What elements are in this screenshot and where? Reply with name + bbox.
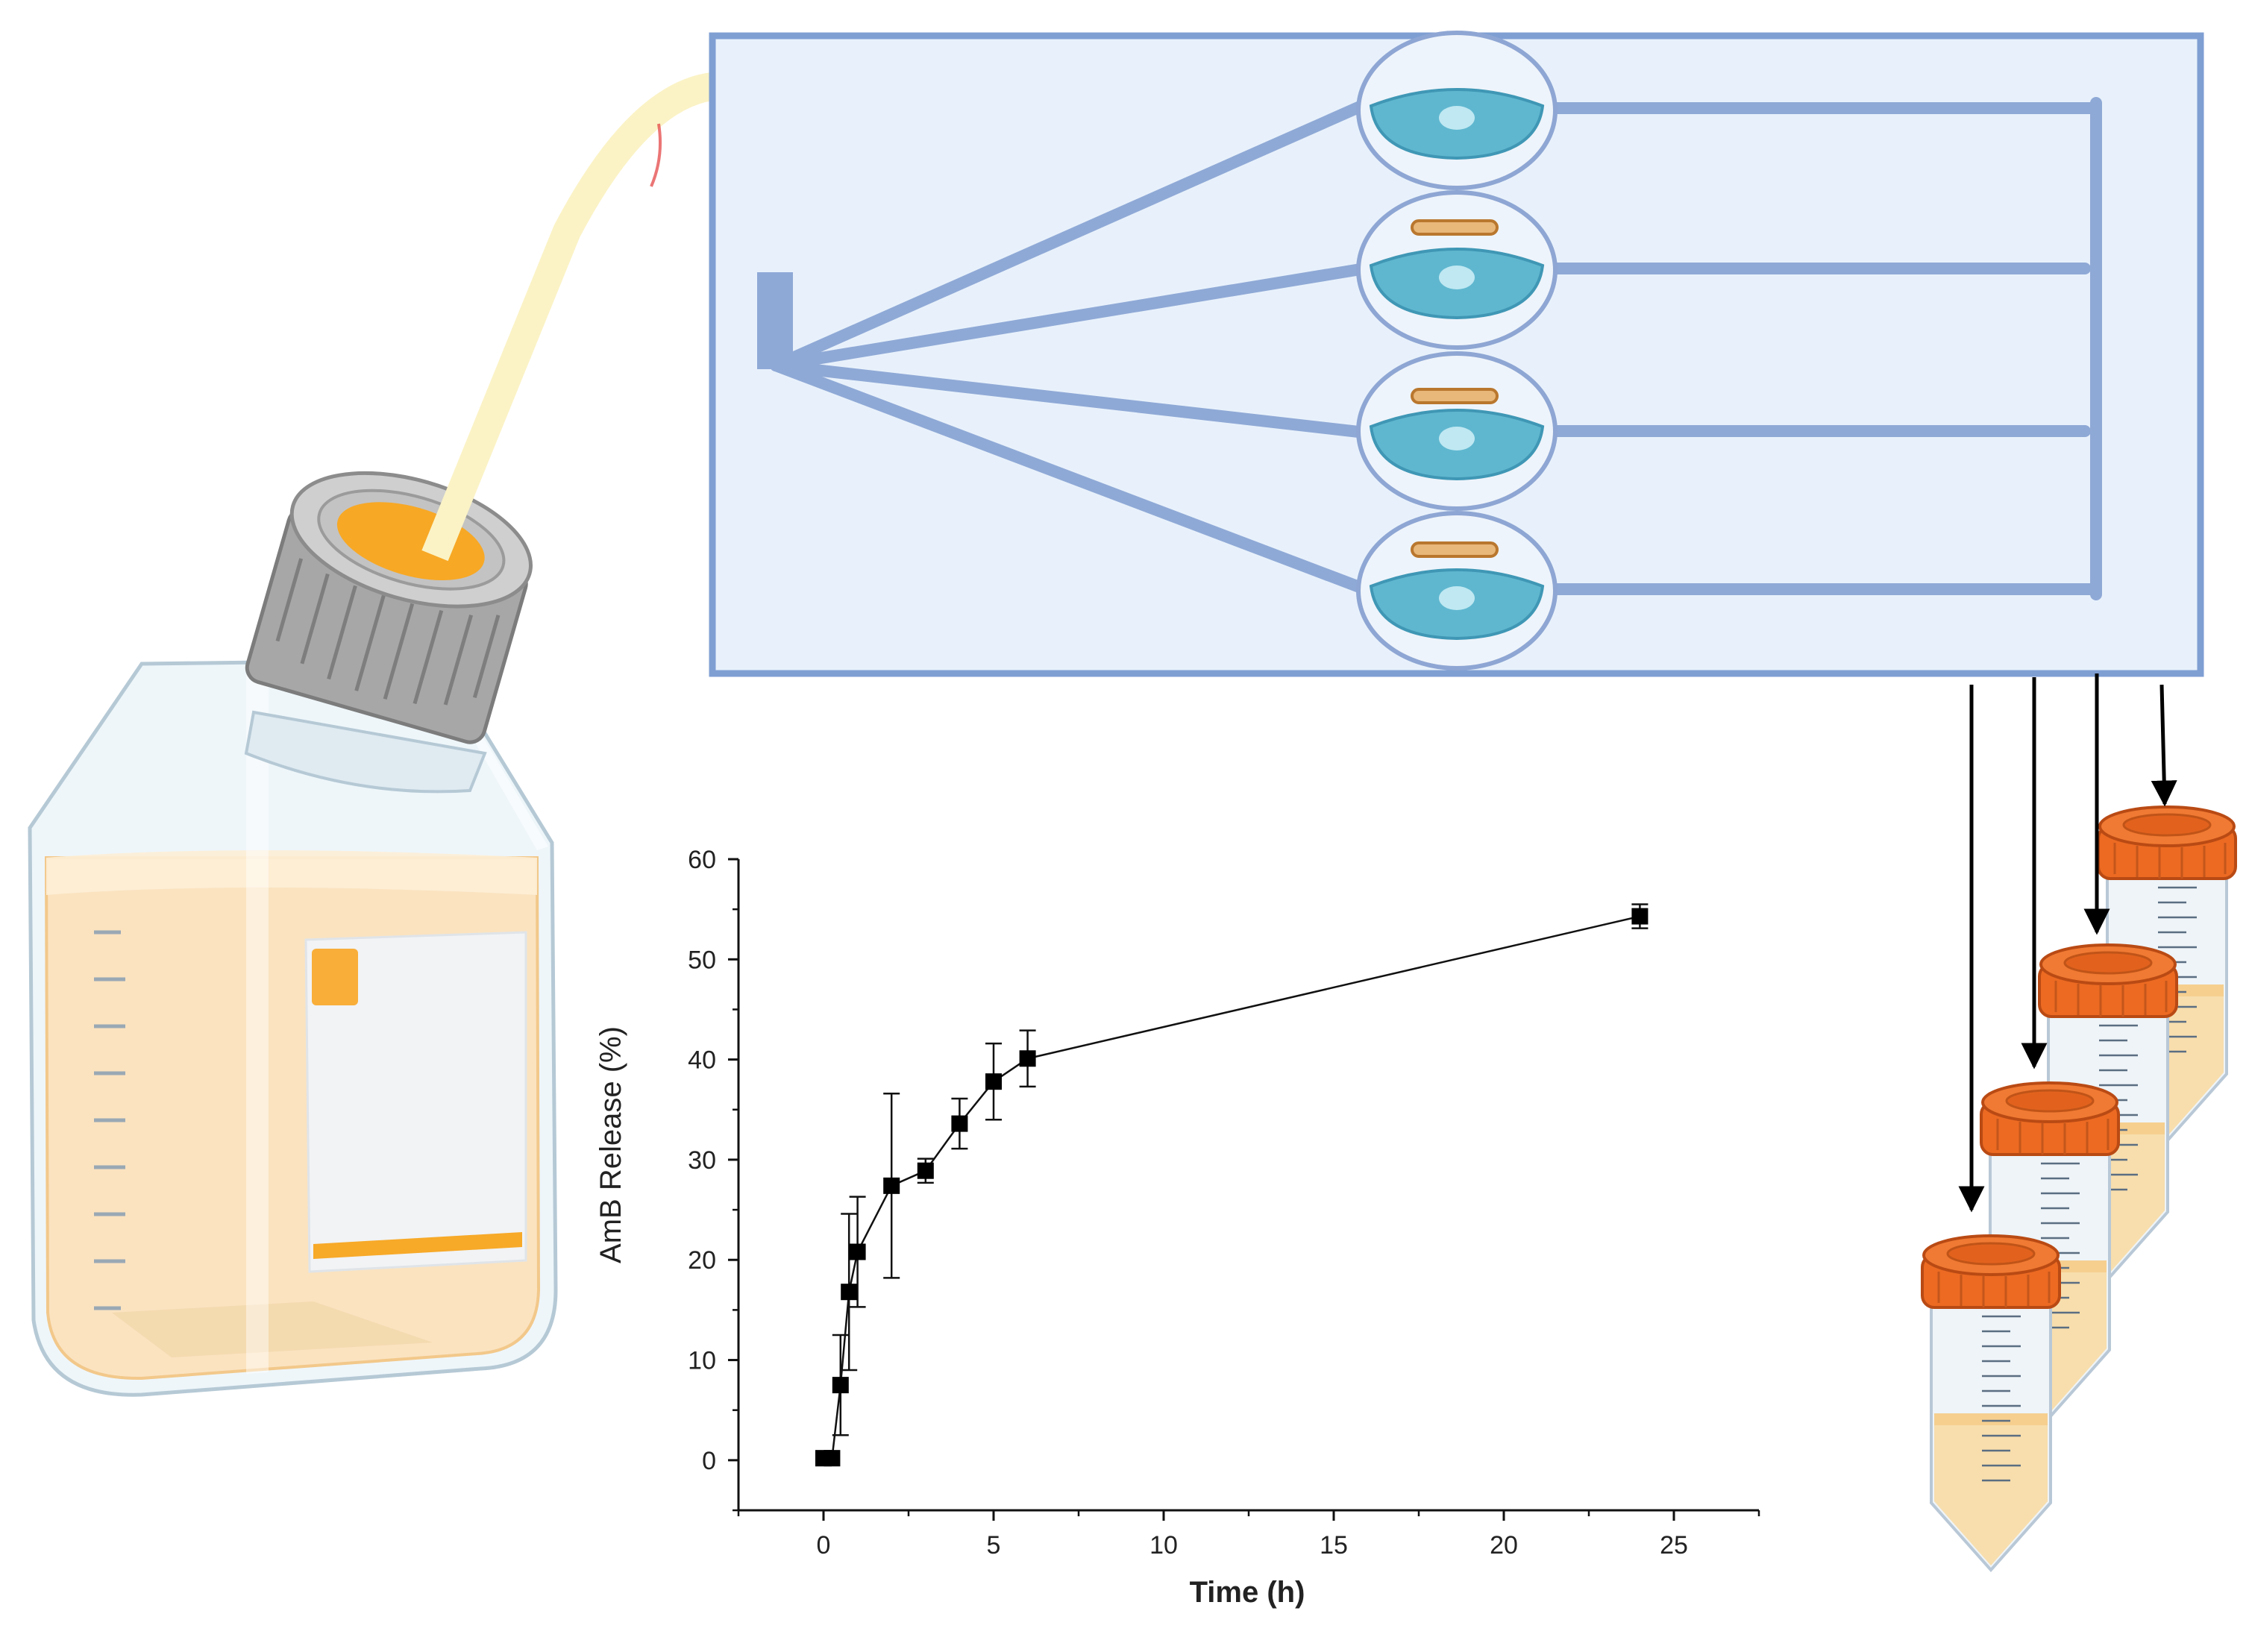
y-tick-label: 60 — [688, 846, 716, 874]
media-bottle-icon — [28, 658, 558, 1397]
microfluidic-chamber-icon — [709, 31, 2204, 677]
data-point — [951, 1115, 968, 1132]
arrow-icon — [2151, 684, 2177, 807]
y-axis-title: AmB Release (%) — [595, 1026, 627, 1263]
release-chart: 0 5 10 15 20 25 0 10 20 30 40 50 60 Time (h) AmB Rel… — [595, 846, 1760, 1609]
implant-rod — [1411, 541, 1499, 558]
series-line — [824, 915, 1640, 1460]
bottle-cap-icon — [245, 471, 533, 744]
y-tick-label: 50 — [688, 946, 716, 974]
lens-well-3 — [1356, 351, 1558, 511]
data-point — [985, 1073, 1002, 1090]
x-tick-label: 10 — [1149, 1531, 1178, 1560]
chart-ticks: 0 5 10 15 20 25 0 10 20 30 40 50 60 — [688, 846, 1760, 1560]
x-tick-label: 20 — [1490, 1531, 1518, 1560]
x-tick-label: 15 — [1320, 1531, 1348, 1560]
x-tick-label: 0 — [817, 1531, 831, 1560]
data-point — [824, 1450, 841, 1467]
y-tick-label: 40 — [688, 1046, 716, 1075]
data-point — [849, 1243, 866, 1260]
y-tick-label: 20 — [688, 1246, 716, 1275]
lens-well-1 — [1356, 31, 1558, 190]
data-point — [883, 1177, 900, 1194]
chart-points — [815, 908, 1649, 1467]
data-point — [1019, 1050, 1036, 1067]
y-tick-label: 0 — [702, 1447, 716, 1475]
data-point — [832, 1377, 849, 1394]
x-tick-label: 5 — [987, 1531, 1001, 1560]
data-point — [917, 1162, 934, 1179]
lens-well-2 — [1356, 190, 1558, 350]
lens-well-4 — [1356, 511, 1558, 670]
x-axis-title: Time (h) — [1190, 1576, 1305, 1609]
outflow-arrows — [1958, 673, 2177, 1213]
data-point — [1631, 908, 1649, 925]
chart-error-bars — [832, 903, 1649, 1436]
data-point — [841, 1284, 858, 1301]
falcon-tube-1 — [1921, 1234, 2061, 1571]
implant-rod — [1411, 219, 1499, 236]
y-tick-label: 30 — [688, 1146, 716, 1175]
x-tick-label: 25 — [1660, 1531, 1688, 1560]
implant-rod — [1411, 388, 1499, 404]
y-tick-label: 10 — [688, 1347, 716, 1375]
